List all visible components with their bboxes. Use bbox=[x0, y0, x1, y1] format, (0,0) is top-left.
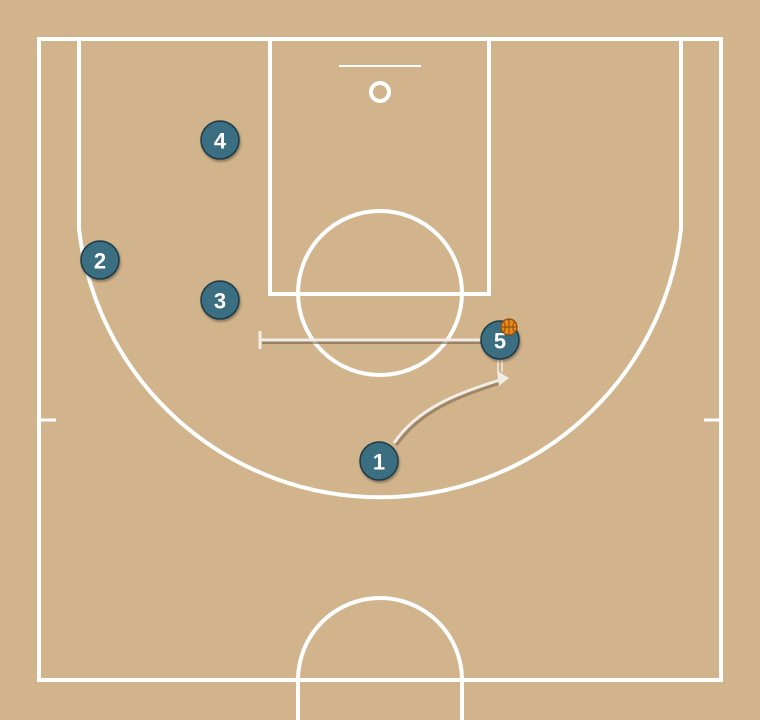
player-2-label: 2 bbox=[94, 249, 106, 274]
player-4[interactable]: 4 bbox=[200, 120, 240, 160]
player-4-label: 4 bbox=[214, 129, 227, 154]
screen-line bbox=[258, 331, 500, 349]
three-point-line bbox=[77, 39, 683, 500]
arrow-head bbox=[497, 371, 509, 386]
handoff-marks bbox=[497, 360, 503, 372]
free-throw-lane bbox=[268, 37, 491, 296]
player-5-label: 5 bbox=[494, 329, 506, 354]
basketball-icon bbox=[500, 318, 518, 336]
free-throw-circle bbox=[296, 209, 464, 377]
center-circle bbox=[296, 596, 464, 720]
player-3[interactable]: 3 bbox=[200, 280, 240, 320]
movement-arrow bbox=[392, 371, 509, 447]
player-1-token bbox=[359, 441, 399, 481]
player-2-token bbox=[80, 240, 120, 280]
player-3-token bbox=[200, 280, 240, 320]
player-2[interactable]: 2 bbox=[80, 240, 120, 280]
rim bbox=[369, 81, 391, 103]
player-1[interactable]: 1 bbox=[359, 441, 399, 481]
player-3-label: 3 bbox=[214, 289, 226, 314]
player-1-label: 1 bbox=[373, 450, 385, 475]
player-4-token bbox=[200, 120, 240, 160]
